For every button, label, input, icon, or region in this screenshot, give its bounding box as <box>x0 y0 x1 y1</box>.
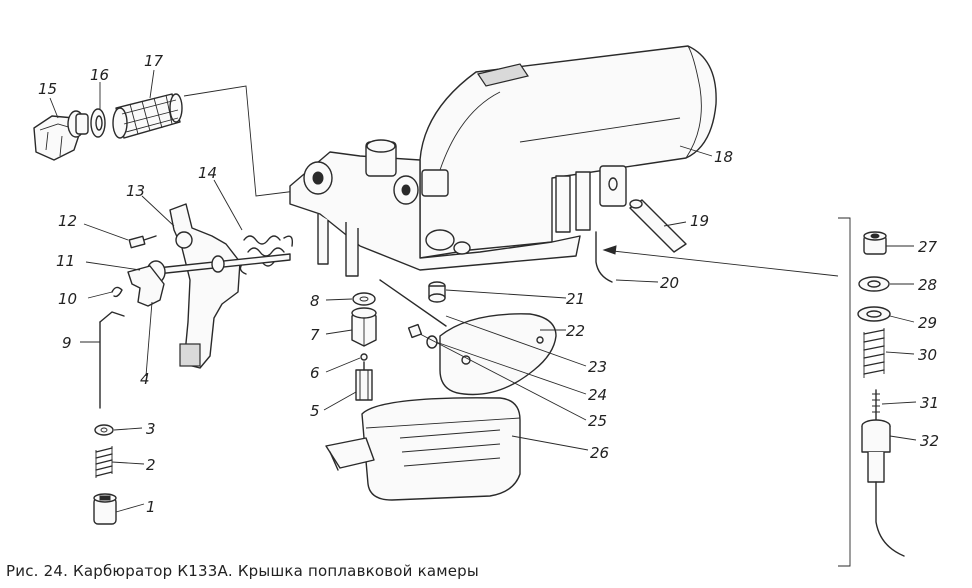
callout-14: 14 <box>198 164 217 182</box>
part-28-washer <box>858 276 890 292</box>
part-27-cap <box>863 231 887 255</box>
part-9-rod <box>99 311 125 409</box>
part-2-spring <box>95 446 113 478</box>
part-22-gasket-plate <box>439 313 557 396</box>
part-32-housing <box>861 419 905 557</box>
callout-21: 21 <box>566 290 585 308</box>
part-17-filter <box>112 93 183 139</box>
callout-30: 30 <box>918 346 937 364</box>
part-18-cover-body <box>289 45 717 277</box>
callout-20: 20 <box>660 274 679 292</box>
part-3-washer <box>94 424 114 436</box>
part-21-jet <box>428 281 446 303</box>
leader-lines <box>49 69 917 513</box>
callout-15: 15 <box>38 80 57 98</box>
callout-2: 2 <box>146 456 156 474</box>
part-12-screw <box>128 235 157 249</box>
callout-18: 18 <box>714 148 733 166</box>
callout-24: 24 <box>588 386 607 404</box>
part-8-washer <box>352 292 376 306</box>
callout-32: 32 <box>920 432 939 450</box>
callout-5: 5 <box>310 402 320 420</box>
callout-25: 25 <box>588 412 607 430</box>
callout-8: 8 <box>310 292 320 310</box>
callout-1: 1 <box>146 498 156 516</box>
part-30-spring <box>863 328 885 378</box>
callout-29: 29 <box>918 314 937 332</box>
part-5-needle <box>355 361 373 401</box>
part-29-washer <box>857 306 891 322</box>
part-7-valve-body <box>351 307 377 347</box>
callout-16: 16 <box>90 66 109 84</box>
callout-7: 7 <box>310 326 320 344</box>
part-19-pin <box>629 199 687 253</box>
part-1-bolt <box>93 493 117 525</box>
callout-12: 12 <box>58 212 77 230</box>
callout-23: 23 <box>588 358 607 376</box>
callout-31: 31 <box>920 394 939 412</box>
figure-caption: Рис. 24. Карбюратор К133А. Крышка поплав… <box>6 562 479 580</box>
part-10-clip <box>111 286 123 298</box>
callout-13: 13 <box>126 182 145 200</box>
callout-17: 17 <box>144 52 164 70</box>
callout-11: 11 <box>56 252 75 270</box>
part-23-axle <box>379 279 447 327</box>
callout-9: 9 <box>62 334 72 352</box>
part-6-ball <box>360 353 368 361</box>
callout-22: 22 <box>566 322 585 340</box>
part-15-plug <box>33 110 89 161</box>
part-16-washer <box>90 108 106 138</box>
callout-3: 3 <box>146 420 156 438</box>
part-20-tube <box>595 231 613 283</box>
callout-27: 27 <box>918 238 938 256</box>
callout-4: 4 <box>140 370 150 388</box>
callout-19: 19 <box>690 212 709 230</box>
callout-labels: 1 2 3 4 5 6 7 8 9 10 11 12 13 14 15 16 1… <box>38 52 939 516</box>
part-26-float <box>325 397 521 501</box>
callout-6: 6 <box>310 364 320 382</box>
callout-28: 28 <box>918 276 937 294</box>
callout-10: 10 <box>58 290 77 308</box>
callout-26: 26 <box>590 444 609 462</box>
part-13-lever-bracket <box>169 203 241 369</box>
part-4-lever <box>127 265 165 307</box>
part-25-screw <box>407 323 423 339</box>
part-31-rod <box>872 389 880 423</box>
